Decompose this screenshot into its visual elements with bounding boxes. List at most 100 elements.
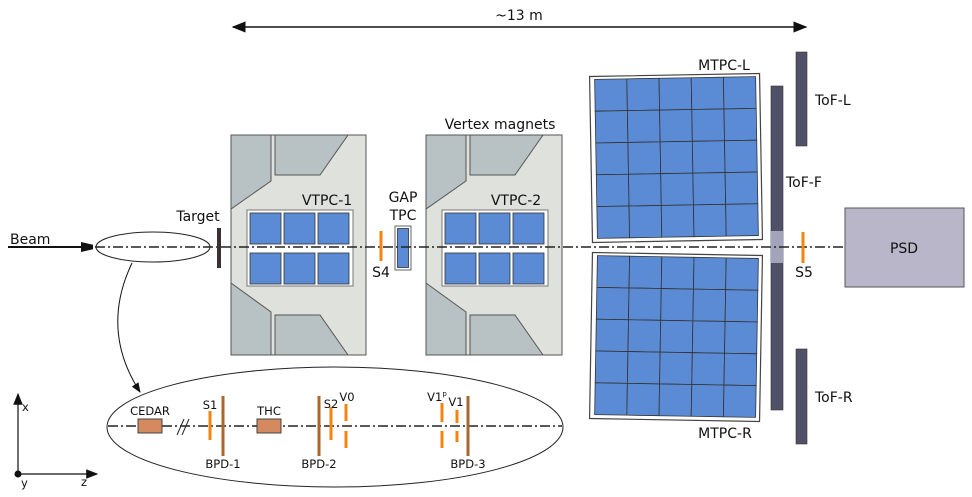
mtpc-r-label: MTPC-R <box>698 426 752 442</box>
tpc-cell <box>693 256 727 291</box>
tpc-cell <box>691 108 725 142</box>
tpc-cell <box>596 205 631 239</box>
tpc-cell <box>478 252 511 285</box>
tpc-cell <box>595 287 630 321</box>
target-label: Target <box>175 209 220 225</box>
v0-label: V0 <box>339 390 354 404</box>
tpc-cell <box>723 76 757 110</box>
tof-f-label: ToF-F <box>785 175 822 191</box>
tpc-cell <box>444 212 477 245</box>
tpc-cell <box>594 110 629 144</box>
bpd2-label: BPD-2 <box>301 457 336 471</box>
tpc-cell <box>723 352 758 387</box>
tpc-cell <box>660 288 694 322</box>
tpc-cell <box>725 203 759 237</box>
tpc-cell <box>724 289 759 323</box>
thc <box>256 418 282 434</box>
tpc-cell <box>317 212 350 245</box>
tpc-cell <box>627 319 662 353</box>
v1p-label: V1p <box>427 390 447 404</box>
tpc-cell <box>691 352 725 386</box>
vtpc1-label: VTPC-1 <box>302 193 352 209</box>
mtpc-l <box>588 72 764 244</box>
tpc-cell <box>724 171 759 205</box>
gap-label: GAP <box>389 190 418 206</box>
tpc-cell <box>626 382 660 417</box>
tpc-label: TPC <box>389 208 417 224</box>
tpc-cell <box>659 351 693 385</box>
tof-l-label: ToF-L <box>814 93 851 109</box>
tpc-cell <box>249 252 282 285</box>
mtpc-r <box>588 251 764 423</box>
tpc-cell <box>512 212 545 245</box>
bpd1-label: BPD-1 <box>205 457 240 471</box>
tpc-cell <box>723 384 757 418</box>
vtpc-1 <box>249 212 350 285</box>
tpc-cell <box>594 382 628 416</box>
x-axis-label: x <box>22 400 29 414</box>
vtpc2-label: VTPC-2 <box>491 193 541 209</box>
tpc-cell <box>724 139 758 173</box>
tpc-cell <box>626 109 661 143</box>
beamline-zoom-ellipse <box>95 231 211 263</box>
z-axis-label: z <box>81 475 87 489</box>
thc-label: THC <box>256 404 281 418</box>
tpc-cell <box>317 252 350 285</box>
tpc-cell <box>690 76 725 110</box>
coordinate-axes: x y z <box>13 392 99 490</box>
tpc-cell <box>249 212 282 245</box>
tpc-cell <box>659 319 694 354</box>
tpc-cell <box>596 255 631 289</box>
tpc-cell <box>690 384 725 418</box>
bpd3-label: BPD-3 <box>450 457 485 471</box>
zoom-arrow <box>117 262 141 393</box>
cedar <box>137 418 163 434</box>
tpc-cell <box>691 140 726 174</box>
tpc-cell <box>594 78 628 112</box>
v1-label: V1 <box>448 395 463 409</box>
vertex-magnets-label: Vertex magnets <box>445 117 556 133</box>
s2-label: S2 <box>324 397 339 411</box>
vertex-magnet-1 <box>230 134 367 356</box>
tpc-cell <box>723 107 758 142</box>
psd-label: PSD <box>890 241 918 257</box>
tof-l <box>795 51 808 147</box>
tpc-cell <box>595 142 629 176</box>
tpc-cell <box>444 252 477 285</box>
tpc-cell <box>626 77 660 112</box>
tpc-cell <box>725 257 759 291</box>
tpc-cell <box>595 318 629 352</box>
tpc-cell <box>595 173 630 207</box>
tpc-cell <box>628 173 662 207</box>
mtpc-l-label: MTPC-L <box>698 58 750 74</box>
tpc-cell <box>628 287 662 321</box>
beam-label: Beam <box>10 232 50 248</box>
tpc-cell <box>660 172 694 206</box>
s4-label: S4 <box>372 265 390 281</box>
tpc-cell <box>693 203 727 238</box>
tpc-cell <box>628 205 663 239</box>
tpc-cell <box>660 204 695 238</box>
tpc-cell <box>691 320 726 354</box>
tpc-cell <box>692 288 727 322</box>
tof-r-label: ToF-R <box>814 390 853 406</box>
tof-r <box>795 348 808 445</box>
tpc-cell <box>627 141 662 175</box>
y-axis-label: y <box>21 476 28 490</box>
vertex-magnet-2 <box>425 134 563 356</box>
tpc-cell <box>658 77 693 111</box>
tpc-cell <box>283 252 316 285</box>
vtpc-2 <box>444 212 545 285</box>
psd <box>844 207 965 288</box>
tpc-cell <box>660 256 695 290</box>
target <box>217 228 221 268</box>
tpc-cell <box>724 321 758 355</box>
tpc-cell <box>512 252 545 285</box>
tpc-cell <box>628 255 663 289</box>
beamline-inset: CEDAR THC S1 S2 V0 V1p V1 BPD-1 BPD-2 BP… <box>106 366 564 488</box>
tpc-cell <box>658 383 693 417</box>
tpc-cell <box>478 212 511 245</box>
tpc-cell <box>659 109 693 143</box>
cedar-label: CEDAR <box>130 404 170 418</box>
